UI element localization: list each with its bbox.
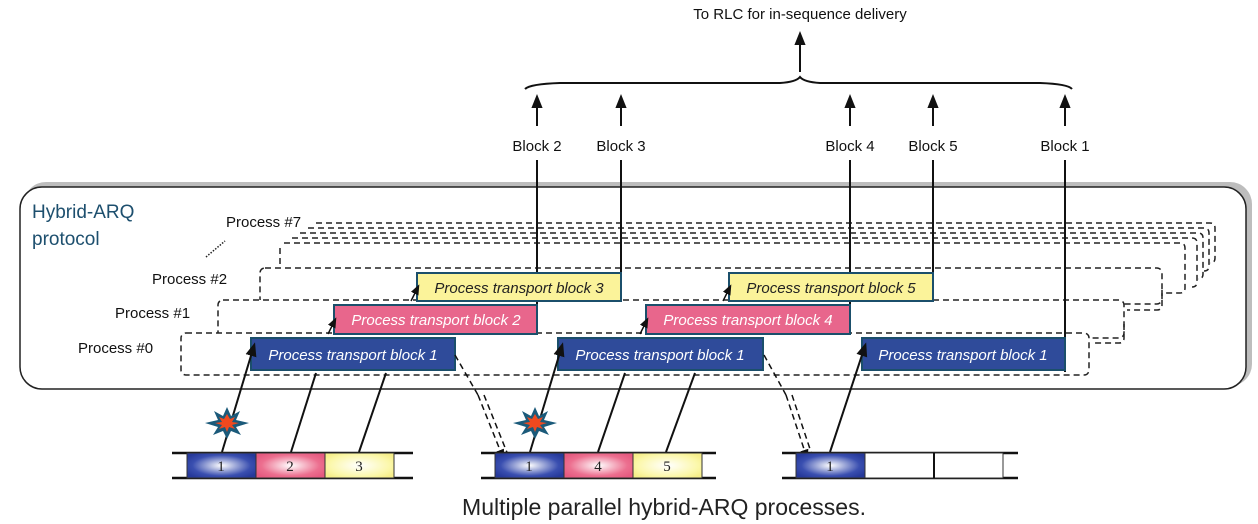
svg-text:5: 5 xyxy=(663,459,671,475)
lane-4 xyxy=(292,237,1198,288)
svg-text:1: 1 xyxy=(525,459,533,475)
lane-3 xyxy=(284,242,1186,294)
svg-text:3: 3 xyxy=(355,459,363,475)
svg-text:Process transport block 1: Process transport block 1 xyxy=(575,347,744,364)
buffer-slot xyxy=(795,452,866,479)
rlc-delivery-label: To RLC for in-sequence delivery xyxy=(693,6,907,23)
protocol-title-line1: Hybrid-ARQ xyxy=(32,202,134,223)
figure-caption: Multiple parallel hybrid-ARQ processes. xyxy=(462,494,866,520)
process-label-2: Process #2 xyxy=(152,271,227,288)
buffer-slot xyxy=(324,452,395,479)
lane-6 xyxy=(308,227,1210,272)
svg-text:2: 2 xyxy=(286,459,294,475)
transmission-buffer-2: 1 4 5 xyxy=(481,451,716,480)
transport-blocks: Process transport block 1 Process transp… xyxy=(250,272,1066,371)
retransmission-arrows xyxy=(454,354,813,460)
svg-text:Process transport block 3: Process transport block 3 xyxy=(434,280,604,297)
svg-text:Process transport block 4: Process transport block 4 xyxy=(663,312,832,329)
block-label: Block 3 xyxy=(596,138,645,155)
lane-7 xyxy=(316,222,1216,264)
transport-block: Process transport block 1 xyxy=(861,337,1066,371)
block-label: Block 1 xyxy=(1040,138,1089,155)
block-up-arrows xyxy=(531,94,1071,126)
process-label-7: Process #7 xyxy=(226,214,301,231)
protocol-title-line2: protocol xyxy=(32,229,100,250)
transport-block: Process transport block 1 xyxy=(557,337,764,371)
process-label-0: Process #0 xyxy=(78,340,153,357)
svg-text:1: 1 xyxy=(826,459,834,475)
process-label-1: Process #1 xyxy=(115,305,190,322)
transport-block: Process transport block 5 xyxy=(728,272,934,302)
svg-text:1: 1 xyxy=(217,459,225,475)
error-burst-icon xyxy=(205,407,249,439)
buffer-slot xyxy=(186,452,257,479)
buffer-slot xyxy=(632,452,703,479)
lane-5 xyxy=(300,232,1204,280)
transmission-buffer-1: 1 2 3 xyxy=(172,451,413,480)
transport-block: Process transport block 2 xyxy=(333,304,538,335)
lane-2 xyxy=(259,267,1163,305)
svg-text:Process transport block 5: Process transport block 5 xyxy=(746,280,916,297)
lane-step-arrows xyxy=(327,284,732,335)
block-label: Block 5 xyxy=(908,138,957,155)
transport-block: Process transport block 3 xyxy=(416,272,622,302)
svg-text:Process transport block 1: Process transport block 1 xyxy=(878,347,1047,364)
grouping-brace xyxy=(524,75,1073,90)
transmission-buffer-3: 1 xyxy=(782,451,1018,480)
transport-block: Process transport block 4 xyxy=(645,304,851,335)
buffer-slot xyxy=(494,452,565,479)
svg-text:4: 4 xyxy=(594,459,602,475)
svg-text:Process transport block 1: Process transport block 1 xyxy=(268,347,437,364)
block-label: Block 2 xyxy=(512,138,561,155)
transport-block: Process transport block 1 xyxy=(250,337,456,371)
block-label: Block 4 xyxy=(825,138,874,155)
ellipsis-dots xyxy=(205,240,226,258)
error-burst-icon xyxy=(513,407,557,439)
buffer-slot xyxy=(933,452,1004,479)
svg-text:Process transport block 2: Process transport block 2 xyxy=(351,312,521,329)
buffer-slot xyxy=(563,452,634,479)
buffer-slot xyxy=(864,452,935,479)
